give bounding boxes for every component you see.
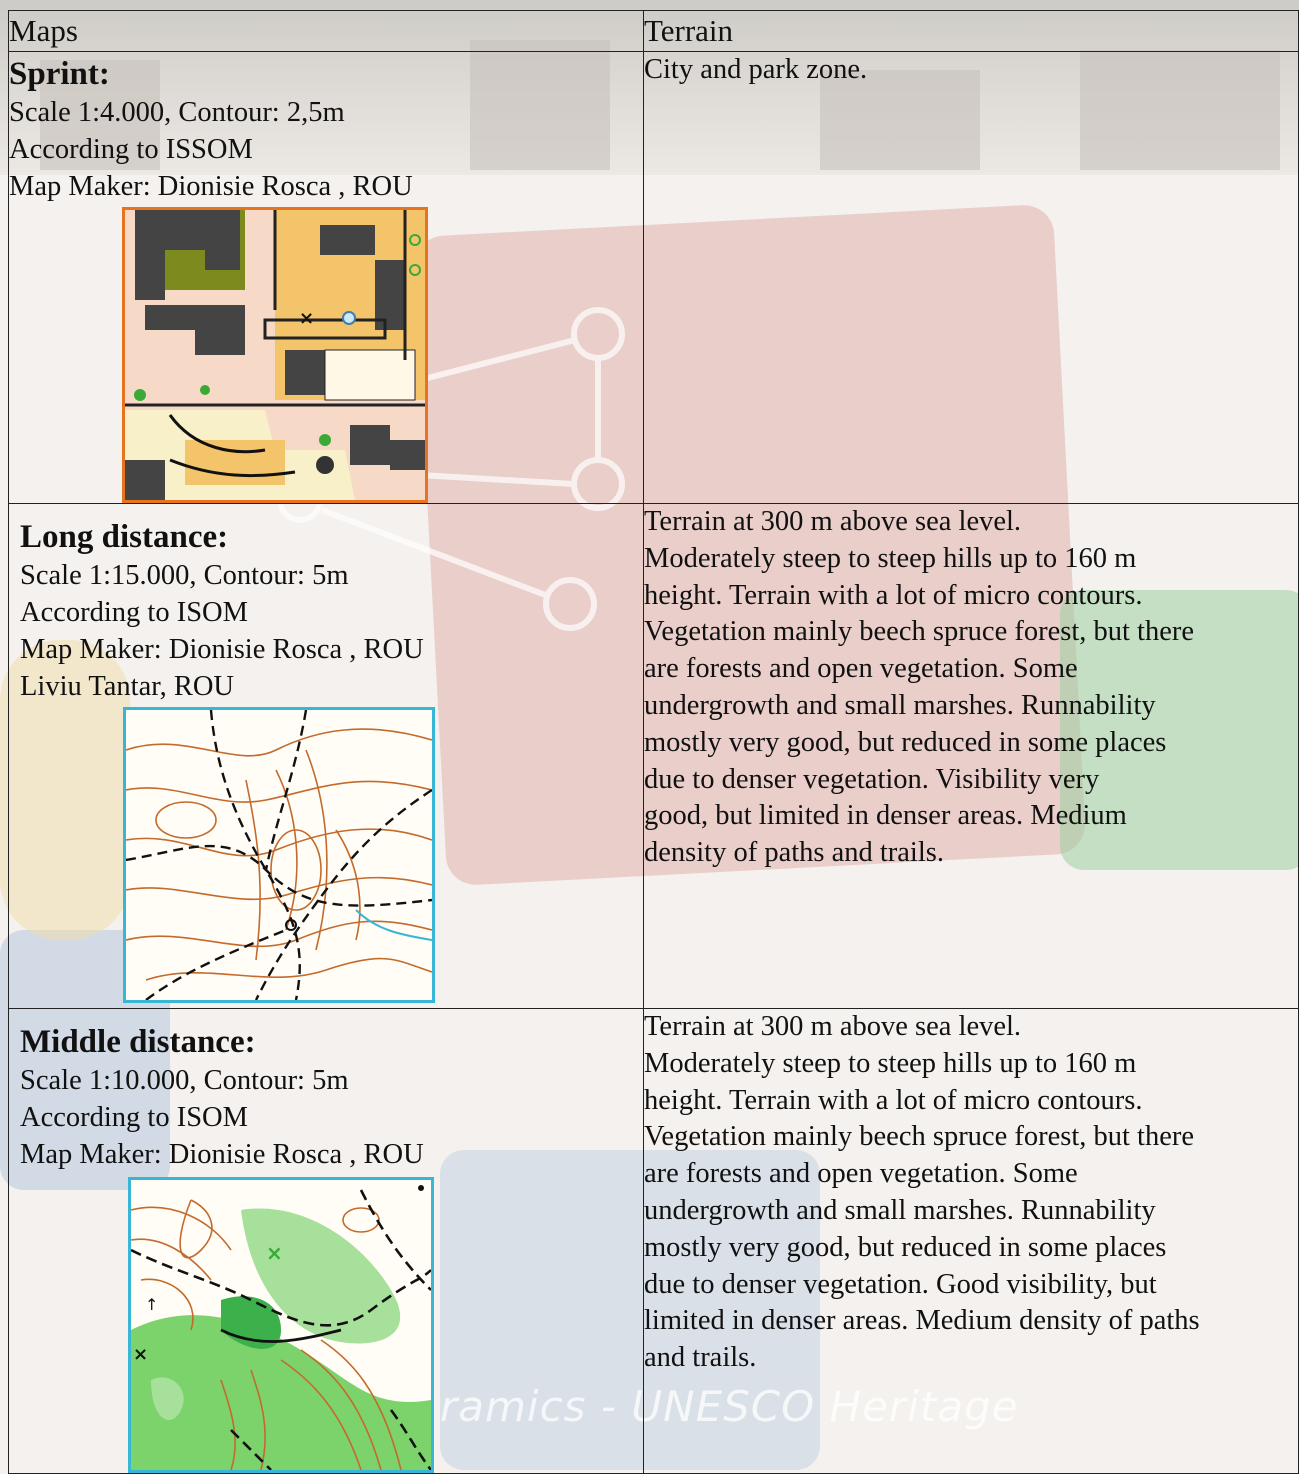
middle-map-image: × × ↑: [128, 1177, 434, 1473]
long-terrain-line-3: height. Terrain with a lot of micro cont…: [644, 579, 1143, 611]
middle-scale: Scale 1:10.000, Contour: 5m: [20, 1065, 349, 1096]
maps-terrain-table: Maps Terrain Sprint: Scale 1:4.000, Cont…: [8, 10, 1299, 1474]
long-map-maker: Map Maker: Dionisie Rosca , ROU: [20, 634, 424, 665]
long-map-image: [123, 707, 435, 1003]
middle-terrain-line-6: undergrowth and small marshes. Runnabili…: [644, 1194, 1156, 1226]
middle-standard: According to ISOM: [20, 1102, 248, 1133]
middle-terrain-line-5: are forests and open vegetation. Some: [644, 1158, 1078, 1190]
sprint-map-maker: Map Maker: Dionisie Rosca , ROU: [9, 171, 413, 202]
long-terrain-line-8: due to denser vegetation. Visibility ver…: [644, 763, 1100, 795]
middle-terrain-line-2: Moderately steep to steep hills up to 16…: [644, 1047, 1137, 1079]
sprint-title: Sprint:: [9, 56, 110, 92]
header-terrain: Terrain: [643, 10, 1299, 52]
svg-text:×: ×: [299, 308, 314, 329]
long-scale: Scale 1:15.000, Contour: 5m: [20, 560, 349, 591]
long-map-maker-2: Liviu Tantar, ROU: [20, 671, 235, 702]
sprint-standard: According to ISSOM: [9, 134, 253, 165]
long-terrain-line-4: Vegetation mainly beech spruce forest, b…: [644, 616, 1195, 648]
sprint-map-image: ×: [122, 207, 428, 503]
middle-terrain-cell: Terrain at 300 m above sea level. Modera…: [643, 1008, 1299, 1474]
table-row-sprint: Sprint: Scale 1:4.000, Contour: 2,5m Acc…: [8, 51, 1299, 504]
svg-text:↑: ↑: [145, 1295, 158, 1314]
long-terrain-cell: Terrain at 300 m above sea level. Modera…: [643, 503, 1299, 1009]
sprint-terrain-cell: City and park zone.: [643, 51, 1299, 504]
middle-terrain-line-9: limited in denser areas. Medium density …: [644, 1305, 1200, 1337]
middle-terrain-line-1: Terrain at 300 m above sea level.: [644, 1011, 1022, 1042]
long-terrain-line-9: good, but limited in denser areas. Mediu…: [644, 800, 1127, 832]
middle-map-cell: Middle distance: Scale 1:10.000, Contour…: [8, 1008, 644, 1474]
sprint-map-cell: Sprint: Scale 1:4.000, Contour: 2,5m Acc…: [8, 51, 644, 504]
middle-terrain-line-7: mostly very good, but reduced in some pl…: [644, 1231, 1167, 1263]
long-terrain-line-2: Moderately steep to steep hills up to 16…: [644, 542, 1137, 574]
long-terrain-line-7: mostly very good, but reduced in some pl…: [644, 726, 1167, 758]
middle-map-maker: Map Maker: Dionisie Rosca , ROU: [20, 1139, 424, 1170]
middle-terrain-line-8: due to denser vegetation. Good visibilit…: [644, 1268, 1157, 1300]
long-title: Long distance:: [20, 519, 229, 555]
middle-terrain-line-4: Vegetation mainly beech spruce forest, b…: [644, 1121, 1195, 1153]
long-terrain-line-5: are forests and open vegetation. Some: [644, 653, 1078, 685]
table-row-long: Long distance: Scale 1:15.000, Contour: …: [8, 503, 1299, 1009]
sprint-scale: Scale 1:4.000, Contour: 2,5m: [9, 97, 345, 128]
long-terrain-line-10: density of paths and trails.: [644, 837, 944, 869]
middle-title: Middle distance:: [20, 1024, 256, 1060]
long-standard: According to ISOM: [20, 597, 248, 628]
table-header-row: Maps Terrain: [8, 10, 1299, 52]
long-map-cell: Long distance: Scale 1:15.000, Contour: …: [8, 503, 644, 1009]
svg-text:×: ×: [266, 1241, 283, 1265]
svg-text:×: ×: [133, 1344, 148, 1365]
long-terrain-line-1: Terrain at 300 m above sea level.: [644, 506, 1022, 537]
sprint-terrain-text: City and park zone.: [644, 54, 868, 85]
long-terrain-line-6: undergrowth and small marshes. Runnabili…: [644, 689, 1156, 721]
middle-terrain-line-10: and trails.: [644, 1342, 757, 1374]
header-maps: Maps: [8, 10, 644, 52]
middle-terrain-line-3: height. Terrain with a lot of micro cont…: [644, 1084, 1143, 1116]
table-row-middle: Middle distance: Scale 1:10.000, Contour…: [8, 1008, 1299, 1474]
